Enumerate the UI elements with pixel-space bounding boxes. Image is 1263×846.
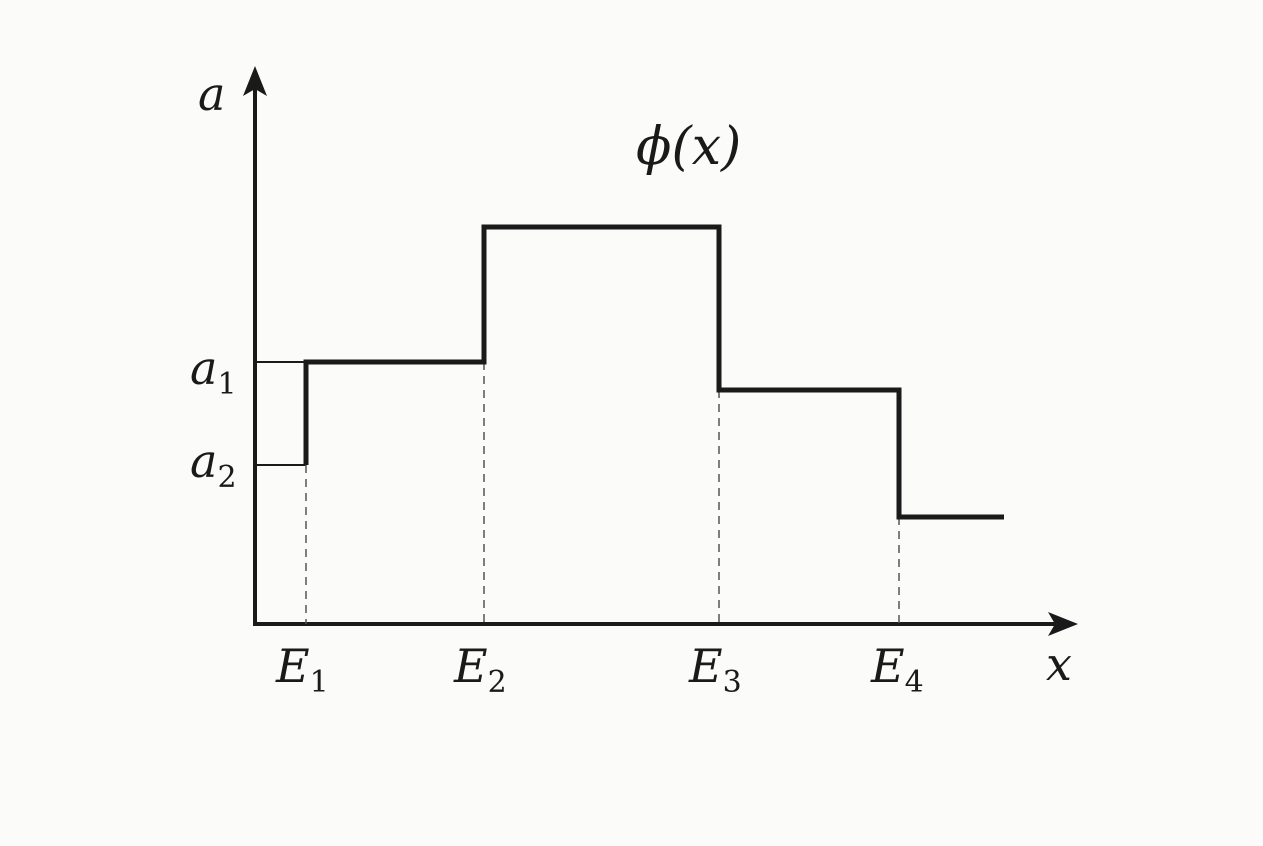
x-axis-arrowhead (1048, 612, 1078, 636)
y-tick-label-a1: a1 (190, 341, 237, 402)
x-axis-label: x (1046, 637, 1072, 691)
x-tick-label-e3: E3 (688, 639, 742, 700)
y-axis-arrowhead (243, 66, 267, 96)
y-tick-label-a2: a2 (190, 434, 237, 495)
step-function-curve (303, 224, 1004, 520)
y-axis-label: a (198, 67, 225, 121)
function-title: ϕ(x) (636, 117, 741, 177)
x-tick-label-e4: E4 (870, 639, 924, 700)
x-tick-label-e2: E2 (453, 639, 507, 700)
x-tick-label-e1: E1 (275, 639, 329, 700)
